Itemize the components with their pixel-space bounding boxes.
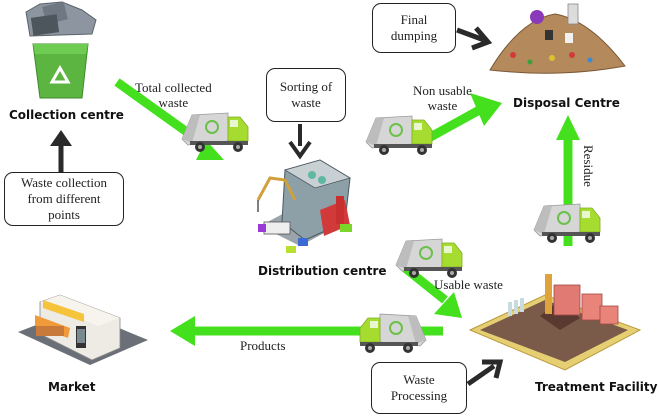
note-text: Final dumping (390, 12, 438, 43)
note-text: Waste Processing (390, 372, 448, 403)
flow-label-line: waste (427, 98, 458, 113)
note-box-waste-collection: Waste collection from different points (4, 172, 124, 226)
note-text: Sorting of waste (279, 79, 333, 110)
node-label-distribution-centre: Distribution centre (258, 264, 387, 278)
flow-label-total-collected: Total collected waste (135, 80, 212, 110)
flow-label-line: waste (158, 95, 189, 110)
node-label-collection-centre: Collection centre (9, 108, 124, 122)
flow-label-line: Total collected (135, 80, 212, 95)
flow-arrow-total-collected (114, 78, 224, 160)
factory-building-icon (256, 159, 352, 253)
flow-label-usable-waste: Usable waste (434, 277, 503, 292)
garbage-truck-icon (181, 112, 249, 153)
flow-label-non-usable: Non usable waste (413, 83, 472, 113)
node-label-treatment-facility: Treatment Facility (535, 380, 658, 394)
note-arrow-waste-processing (466, 359, 504, 387)
garbage-truck-icon (365, 115, 433, 156)
note-arrow-sorting (288, 124, 312, 160)
note-text: Waste collection from different points (21, 175, 107, 222)
note-arrow-collection (50, 130, 72, 172)
flow-arrow-non-usable (422, 93, 502, 144)
flow-label-residue: Residue (581, 145, 596, 187)
garbage-heap-icon (489, 3, 626, 74)
note-box-sorting: Sorting of waste (266, 68, 346, 122)
treatment-plant-icon (468, 274, 642, 371)
note-arrow-final-dumping (456, 26, 493, 51)
note-box-waste-processing: Waste Processing (371, 362, 467, 414)
recycle-bin-icon (25, 1, 97, 99)
note-box-final-dumping: Final dumping (372, 3, 456, 53)
garbage-truck-icon (359, 313, 427, 354)
flow-label-products: Products (240, 338, 286, 353)
node-label-disposal-centre: Disposal Centre (513, 96, 620, 110)
market-shop-icon (18, 294, 148, 365)
recycle-symbol-icon (49, 64, 71, 84)
flow-label-line: Non usable (413, 83, 472, 98)
node-label-market: Market (48, 380, 96, 394)
